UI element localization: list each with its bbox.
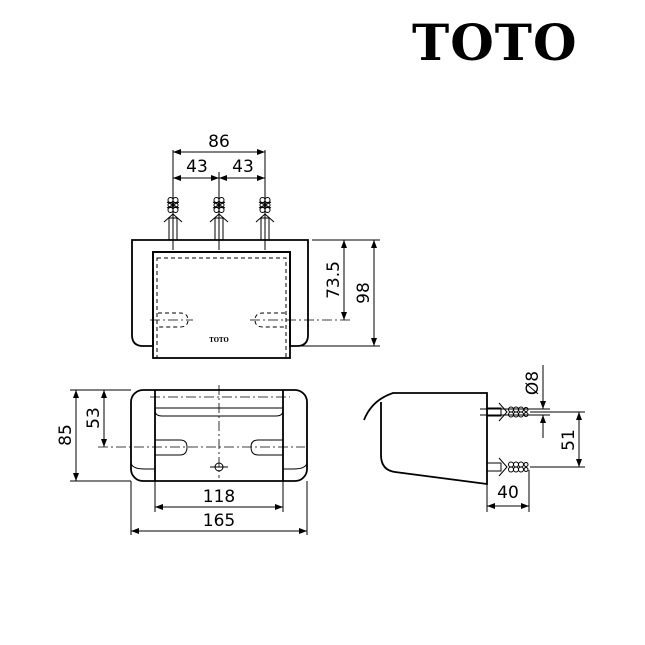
front-view: TOTO 86 43 43 73.5 98 [131, 132, 380, 359]
dim-118: 118 [203, 487, 235, 507]
side-view: Ø8 51 40 [363, 365, 585, 512]
toto-logo: TOTO [412, 13, 578, 72]
dim-diameter-8: Ø8 [523, 371, 543, 395]
front-logo: TOTO [209, 337, 228, 344]
dim-85: 85 [56, 424, 76, 446]
dim-53: 53 [84, 407, 104, 429]
dim-73-5: 73.5 [324, 261, 344, 299]
top-view: 85 53 118 165 [56, 385, 308, 535]
dim-165: 165 [203, 511, 235, 531]
dim-98: 98 [354, 282, 374, 304]
dim-43-right: 43 [232, 157, 254, 177]
dim-43-left: 43 [186, 157, 208, 177]
dim-86: 86 [208, 132, 230, 152]
dim-40: 40 [497, 483, 519, 503]
dim-51: 51 [559, 429, 579, 451]
